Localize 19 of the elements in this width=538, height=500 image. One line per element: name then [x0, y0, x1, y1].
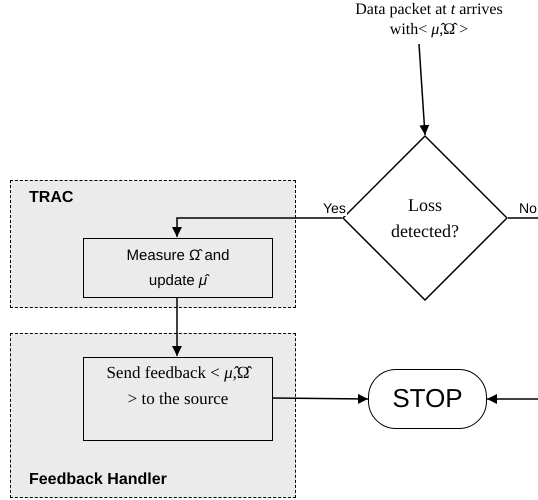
decision-text: Loss detected?: [390, 194, 460, 243]
box-text: Send feedback < μ̂,Ω̂ > to the source: [104, 360, 252, 412]
connector-arrow: [272, 394, 368, 404]
box-text: Measure Ω̂ and update μ̂: [126, 246, 230, 291]
group-title: TRAC: [29, 189, 74, 207]
group-panel: [10, 333, 296, 498]
connector-arrow: [418, 44, 430, 136]
connector-arrow: [172, 297, 182, 356]
process-box: [83, 238, 273, 298]
edge-label: Yes: [322, 201, 347, 216]
connector-arrow: [487, 394, 538, 404]
edge-label: No: [518, 201, 538, 216]
group-title: Feedback Handler: [29, 471, 167, 489]
process-box: [83, 357, 273, 441]
note-text: Data packet at t arrives with< μ̂,Ω̂ >: [300, 0, 538, 44]
stop-terminal: [368, 369, 487, 429]
group-panel: [10, 180, 296, 308]
terminal-text: STOP: [391, 383, 464, 413]
connector-arrow: [172, 217, 342, 237]
